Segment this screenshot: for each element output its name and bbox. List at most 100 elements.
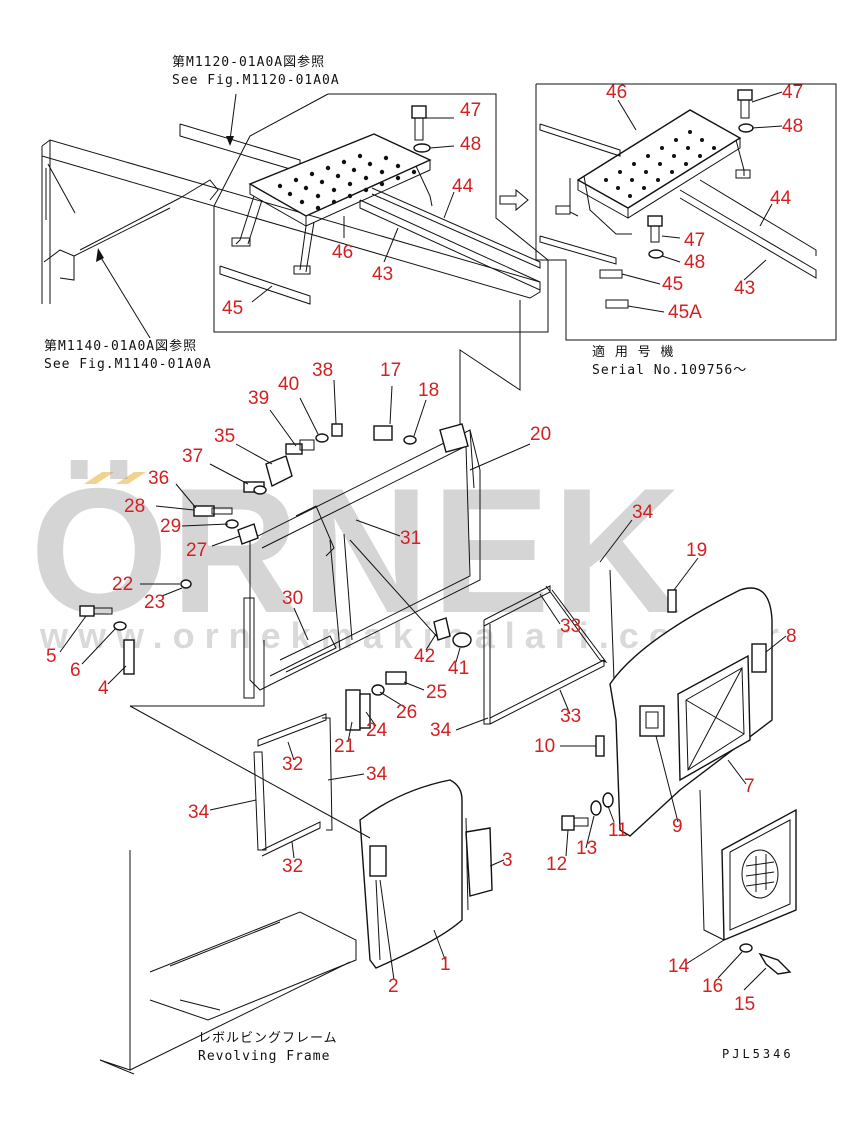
callout-33-lower: 33 [560,706,581,727]
callout-42: 42 [414,646,435,667]
callout-15: 15 [734,994,755,1015]
callout-22: 22 [112,574,133,595]
callout-47-serial-top: 47 [782,82,803,103]
serial-jp: 適 用 号 機 [592,344,674,360]
callout-45A: 45A [668,302,702,323]
callout-48-serial: 48 [684,252,705,273]
callout-31: 31 [400,528,421,549]
callout-36: 36 [148,468,169,489]
callout-14: 14 [668,956,690,977]
callout-23: 23 [144,592,165,613]
callout-32-upper: 32 [282,754,303,775]
callout-2: 2 [388,976,399,997]
washer-16 [739,943,753,953]
detail-box-main [213,93,549,333]
callout-39: 39 [248,388,269,409]
bracket-45A [605,299,629,309]
guide-line [129,705,371,839]
upper-frame-assembly [41,123,541,304]
washer-48-right [648,249,664,259]
callout-20: 20 [530,424,551,445]
callout-47-serial: 47 [684,230,705,251]
callout-30: 30 [282,588,303,609]
seal-frames-lower [253,713,333,857]
callout-27: 27 [186,540,207,561]
callout-24: 24 [366,720,388,741]
lower-door [359,779,493,969]
callout-33-upper: 33 [560,616,581,637]
bolt-47-right-top [737,89,753,101]
side-door-panel [595,587,773,837]
callout-45: 45 [222,298,243,319]
ref-top-en: See Fig.M1120-01A0A [172,73,340,88]
callout-25: 25 [426,682,447,703]
callout-47: 47 [460,100,481,121]
callout-32-lower: 32 [282,856,303,877]
rails-left [219,187,541,305]
rail-44-right [699,179,817,256]
ref-left-jp: 第M1140-01A0A図参照 [44,338,197,354]
detail-box-serial [535,83,837,341]
door-frame-assembly [243,429,481,699]
watermark: ÖRNEK www.ornekmakinalari.com.tr [30,451,779,656]
callout-1: 1 [440,954,451,975]
bolt-12 [561,815,575,831]
callout-40: 40 [278,374,299,395]
guide-line [130,640,265,707]
ref-left-en: See Fig.M1140-01A0A [44,357,212,372]
callout-48-serial-top: 48 [782,116,803,137]
callout-43: 43 [372,264,393,285]
callout-6: 6 [70,660,81,681]
callout-4: 4 [98,678,109,699]
hinge-parts [79,423,472,731]
callout-9: 9 [672,816,683,837]
watermark-accent-mark [116,472,146,484]
connector-line [459,300,521,430]
callout-26: 26 [396,702,417,723]
drawing-code: PJL5346 [722,1047,794,1061]
bolt-47-right [647,215,663,227]
callout-45-serial: 45 [662,274,683,295]
ref-top-jp: 第M1120-01A0A図参照 [172,54,325,70]
callout-21: 21 [334,736,355,757]
callout-34-right: 34 [632,502,654,523]
variant-arrow [499,188,529,212]
callout-44: 44 [452,176,474,197]
callout-18: 18 [418,380,439,401]
guide-line [699,789,725,941]
callout-38: 38 [312,360,333,381]
callout-34-left: 34 [188,802,210,823]
revolving-frame [99,911,357,1075]
callout-35: 35 [214,426,235,447]
callout-43-serial: 43 [734,278,755,299]
louver-panel [721,808,797,942]
callout-46-serial: 46 [606,82,627,103]
washer-48-left [413,143,431,153]
rail-43-right [679,189,817,279]
callout-16: 16 [702,976,723,997]
seal-strips-middle [483,569,615,725]
ref-left-leader [99,255,151,339]
callout-34-middle: 34 [430,720,452,741]
callout-5: 5 [46,646,57,667]
callout-28: 28 [124,496,145,517]
callout-10: 10 [534,736,555,757]
washer-13 [590,800,602,816]
callout-29: 29 [160,516,181,537]
frame-en: Revolving Frame [198,1049,330,1064]
callout-41: 41 [448,658,469,679]
knob-15 [758,952,792,975]
callout-3: 3 [502,850,513,871]
callout-48: 48 [460,134,481,155]
callout-7: 7 [744,776,755,797]
watermark-accent-mark [84,472,114,484]
callout-19: 19 [686,540,707,561]
bolt-47-left [411,105,427,141]
callout-34-door: 34 [366,764,388,785]
callout-13: 13 [576,838,597,859]
callout-11: 11 [608,820,628,841]
bracket-45-right-plate [599,269,623,279]
callout-labels: 47 48 44 46 43 45 46 47 48 44 47 48 45 4… [46,82,803,1015]
